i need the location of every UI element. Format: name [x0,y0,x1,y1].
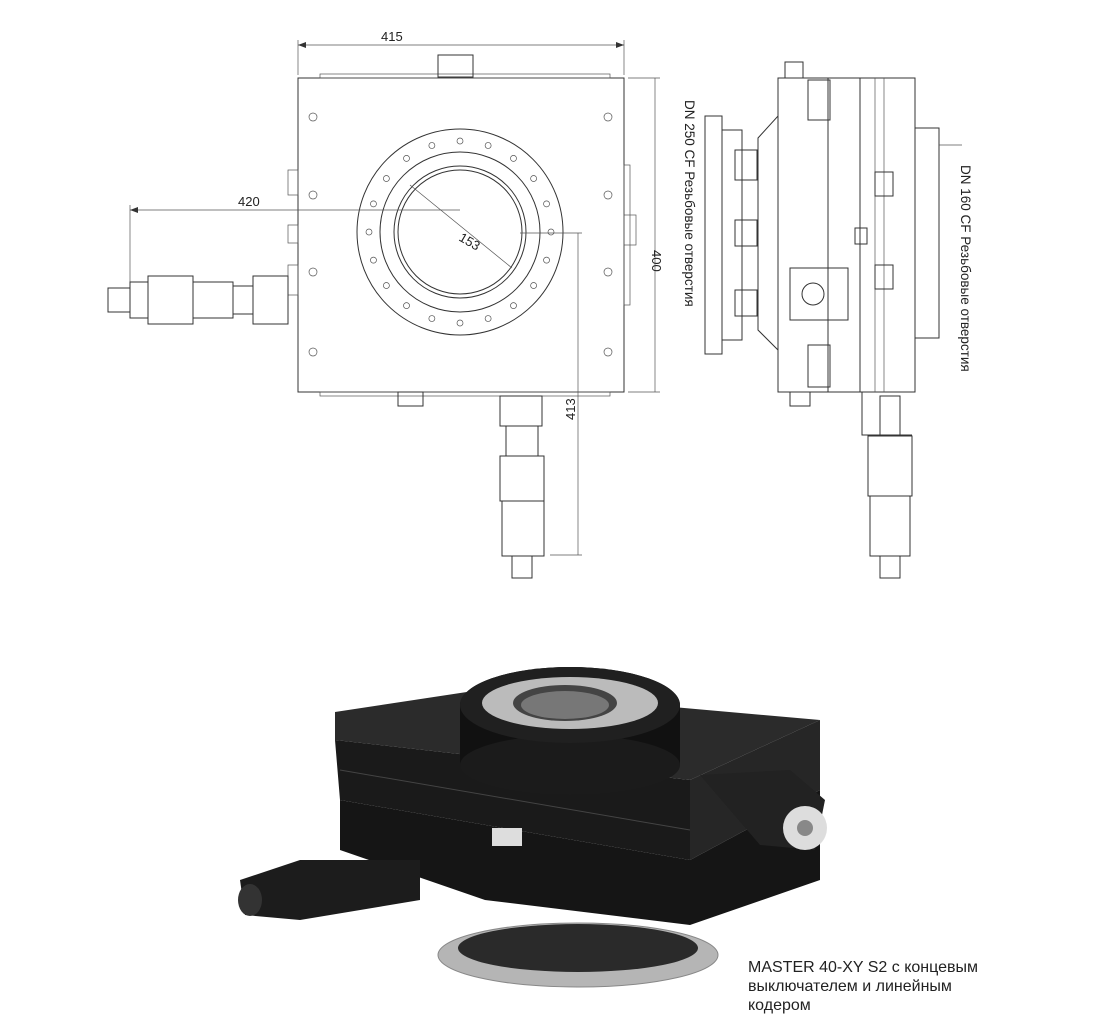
dim-413: 413 [563,398,578,420]
dim-400: 400 [649,250,664,272]
dim-420: 420 [238,194,260,209]
dim-415: 415 [381,29,403,44]
bolt-hole [383,282,390,289]
bolt-hole [543,200,550,208]
bolt-hole [383,175,390,182]
product-caption: MASTER 40-XY S2 с концевым выключателем … [748,958,1048,1015]
bolt-hole [510,155,517,162]
bolt-hole [547,228,555,236]
bolt-hole [530,282,537,289]
bolt-hole [530,175,537,182]
bolt-hole [370,200,377,208]
bolt-hole [456,137,464,145]
left-motor [107,275,289,325]
base-flange [437,922,719,988]
bolt-hole [403,302,410,309]
front-motor [238,860,420,920]
bolt-hole [403,155,410,162]
flange-large-label: DN 250 CF Резьбовые отверстия [682,100,697,307]
bolt-hole [484,315,492,322]
side-motor [700,770,827,850]
bottom-motor [499,395,545,579]
bolt-hole [543,256,550,264]
bolt-hole [510,302,517,309]
caption-line-1: MASTER 40-XY S2 с концевым [748,959,978,976]
bolt-hole [428,142,436,149]
side-view-drawing [704,61,962,579]
flange-small-label: DN 160 CF Резьбовые отверстия [958,165,973,372]
bolt-hole [456,319,464,327]
front-view-drawing: 415 420 153 400 413 [107,29,962,579]
bolt-hole [370,256,377,264]
dim-153: 153 [457,230,483,254]
caption-line-3: кодером [748,997,811,1014]
bolt-hole [365,228,373,236]
bolt-hole [484,142,492,149]
bolt-hole [428,315,436,322]
caption-line-2: выключателем и линейным [748,978,952,995]
